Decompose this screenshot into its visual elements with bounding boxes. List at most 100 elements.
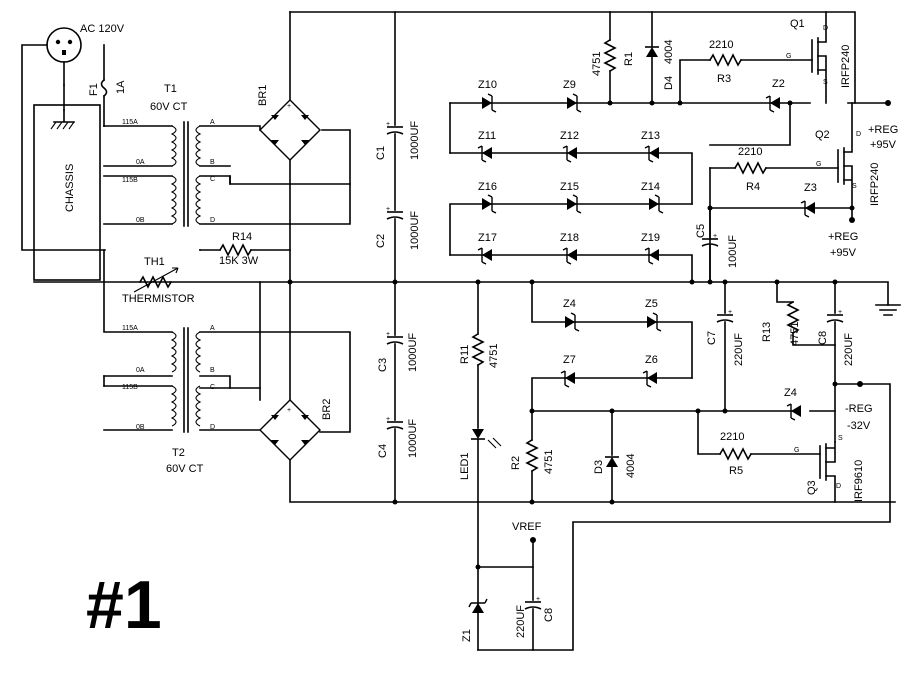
r14-ref: R14 [232,231,252,243]
resistor-r3 [708,53,743,67]
reg-neg-terminal [857,381,863,387]
t2-tap-a: A [210,325,215,332]
z11-ref: Z11 [478,130,496,142]
resistor-r5 [718,447,753,461]
z2-ref: Z2 [772,78,785,90]
c7-ref: C7 [706,331,718,345]
led-emission-icon [487,437,502,449]
transformer-t1 [103,121,351,227]
reg-pos2-volts: +95V [830,247,857,259]
c5-plus: + [713,233,717,240]
ac-source-label: AC 120V [80,23,125,35]
zener-z3 [800,200,816,218]
c8-plus: + [838,309,842,316]
z4b-ref: Z4 [784,387,797,399]
q1-pin-g: G [786,53,791,60]
r4-ref: R4 [746,181,760,193]
d4-ref: D4 [663,76,675,90]
reg-pos2-label: +REG [828,231,858,243]
q1-pin-d: D [823,25,828,32]
zener-z17 [477,247,493,265]
t2-tap-0a: 0A [136,367,145,374]
capacitor-c7 [716,314,734,323]
z7-ref: Z7 [563,354,576,366]
q2-pin-g: G [816,161,821,168]
reg-pos1-label: +REG [868,124,898,136]
z14-ref: Z14 [641,181,660,193]
t2-value: 60V CT [166,463,204,475]
reg-pos1-volts: +95V [870,139,897,151]
d4-value: 4004 [663,40,675,64]
zener-z12 [562,145,578,163]
capacitor-c2 [386,211,404,220]
zener-z18 [562,247,578,265]
c8-ref: C8 [817,331,829,345]
r1-ref: R1 [623,52,635,66]
t1-tap-b: B [210,159,215,166]
capacitor-c4 [386,421,404,430]
q2-pin-d: D [856,131,861,138]
reg-pos1-terminal [885,100,891,106]
d3-value: 4004 [625,454,637,478]
r3-ref: R3 [717,73,731,85]
reg-neg-label: -REG [845,403,873,415]
chassis-box [33,104,101,281]
resistor-r14 [218,243,253,257]
z4-ref: Z4 [563,298,576,310]
transformer-t2 [103,249,351,433]
c2-ref: C2 [375,234,387,248]
resistor-r4 [733,161,768,175]
c4-value: 1000UF [407,419,419,458]
diode-d4 [644,46,660,58]
t2-tap-b: B [210,367,215,374]
r3-value: 2210 [709,39,733,51]
c2-value: 1000UF [409,211,421,250]
led-led1 [470,428,486,440]
t2-tap-c: C [210,384,215,391]
d3-ref: D3 [593,460,605,474]
c7-value: 220UF [733,333,745,366]
z17-ref: Z17 [478,232,497,244]
zener-z13 [644,145,660,163]
resistor-r1 [603,38,617,73]
t2-tap-0b: 0B [136,424,145,431]
z13-ref: Z13 [641,130,660,142]
c4-ref: C4 [377,444,389,458]
resistor-r13 [786,300,800,335]
zener-z7 [560,370,576,388]
br2-plus: + [287,407,291,414]
fuse-ref: F1 [88,83,100,96]
t1-tap-c: C [210,176,215,183]
led1-ref: LED1 [459,452,471,480]
br1-ref: BR1 [257,85,269,106]
r1-value: 4751 [591,52,603,76]
vref-label: VREF [512,521,542,533]
t1-ref: T1 [164,83,177,95]
c4-plus: + [386,416,390,423]
ac-plug-symbol [46,27,82,63]
r11-ref: R11 [459,345,471,364]
c8-vref-ref: C8 [543,608,555,622]
capacitor-c8 [826,314,844,323]
t2-tap-115b: 115B [122,384,138,391]
zener-z11 [477,145,493,163]
q3-part: IRF9610 [853,460,865,502]
c8-value: 220UF [843,333,855,366]
r2-ref: R2 [510,456,522,470]
vref-terminal [530,537,536,543]
th1-ref: TH1 [144,256,165,268]
c1-ref: C1 [375,146,387,160]
thermistor-label: THERMISTOR [122,293,195,305]
z15-ref: Z15 [560,181,579,193]
mosfet-q3 [819,441,836,503]
c8vref-plus: + [536,596,540,603]
chassis-label: CHASSIS [64,164,76,212]
r4-value: 2210 [738,146,762,158]
t2-tap-d: D [210,424,215,431]
z12-ref: Z12 [560,130,579,142]
capacitor-c8-vref [524,601,542,610]
c7-plus: + [728,309,732,316]
c3-value: 1000UF [407,333,419,372]
